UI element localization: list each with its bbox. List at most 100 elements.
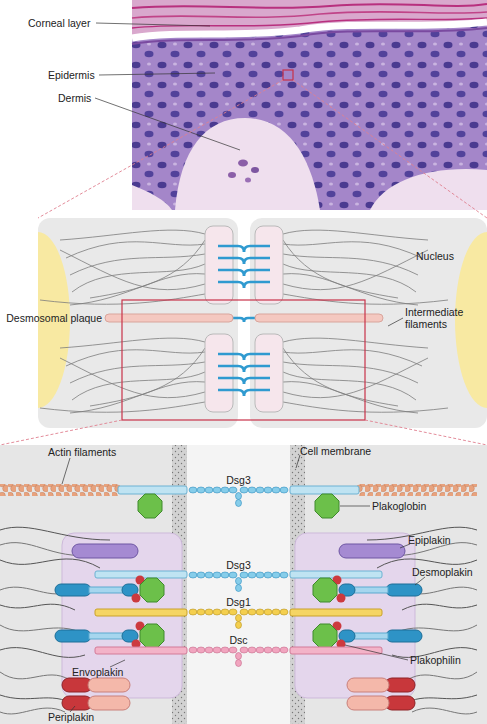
part-label: Epiplakin [408,534,451,546]
desmosome-molecules [0,559,100,568]
desmosome-structure [205,226,233,304]
desmosome-structure [70,254,205,275]
zoom-guide [0,420,122,445]
zoom-guide [38,80,283,218]
part-label: Plakophilin [410,654,461,666]
part-label: Dsg1 [226,596,251,608]
leader-line [388,318,403,326]
part-label: Desmosomal plaque [6,312,102,324]
desmosome-structure [90,240,205,298]
desmosome-structure [218,270,244,276]
desmosome-molecules [89,633,125,639]
histology-image [132,4,487,8]
part-label: Dsg3 [226,559,251,571]
part-label: Desmoplakin [412,566,473,578]
desmosome-molecules [138,494,162,518]
molecular-background [0,445,487,724]
desmosome-molecules [140,578,164,602]
zoom-guide [38,80,487,218]
desmosome-molecules [95,609,187,616]
cell-body [38,218,487,428]
leader-line [110,660,125,667]
histology-image [370,169,487,210]
desmosome-molecules [55,630,91,642]
desmosome-structure [205,334,233,412]
histology-image [132,0,487,210]
leader-line [340,506,370,507]
part-label: Epidermis [48,69,95,81]
desmosome-structure [40,230,205,305]
leader-line [95,23,240,150]
desmosome-structure [218,390,244,396]
desmosome-molecules [0,648,85,658]
desmosome-structure [105,314,233,322]
cadherin-extracellular [189,647,288,667]
cell-body [455,232,487,408]
desmosome-structure [60,250,205,290]
desmosome-molecules [95,647,187,654]
histology-image [132,12,487,18]
desmosome-molecules [140,624,164,648]
histology-image [132,22,487,38]
desmosome-molecules [0,672,70,680]
part-label: Intermediate filaments [405,306,483,330]
cadherin-extracellular [189,487,288,507]
desmosome-structure [218,246,244,252]
desmosome-molecules [290,445,477,724]
leader-line [96,23,210,26]
molecular-background [187,445,290,724]
leader-line [95,98,240,150]
molecular-background [0,445,487,724]
histology-image [251,167,259,173]
cadherin-extracellular [189,487,288,667]
part-label: Corneal layer [28,17,90,29]
desmosome-molecules [72,544,138,558]
zoom-guide [0,300,487,445]
desmosome-structure [233,318,244,322]
desmosome-molecules [0,484,120,496]
part-label: Nucleus [416,250,454,262]
desmosome-molecules [0,527,110,540]
part-label: Dsg3 [226,474,251,486]
part-label: Actin filaments [48,446,116,458]
leader-line [345,645,408,660]
cell-body [250,218,487,428]
histology-image [228,172,236,178]
histology-image [132,0,487,210]
histology-image [132,28,487,44]
leader-line [415,577,425,585]
zoom-guide [365,420,487,445]
desmosome-molecules [0,604,75,610]
zoom-guide [293,80,487,218]
zoom-guide [122,300,365,420]
desmosome-structure [218,258,244,264]
desmosome-molecules [132,594,141,603]
histology-image [132,185,172,210]
desmosome-molecules [88,696,130,710]
part-label: Dsc [229,634,247,646]
leader-line [99,73,215,75]
desmosome-molecules [89,587,125,593]
desmosome-structure [60,230,205,240]
leader-line [388,318,403,326]
leader-line [62,455,425,712]
leader-line [62,458,70,484]
desmosome-structure [66,242,205,258]
histology-image [283,70,293,80]
cadherin-extracellular [189,609,288,629]
desmosome-structure [218,366,244,372]
histology-image [245,178,251,183]
desmosome-molecules [0,445,187,724]
desmosome-structure [218,354,244,360]
part-label: Periplakin [48,711,94,723]
part-label: Cell membrane [300,445,371,457]
desmosome-structure [218,378,244,384]
part-label: Envoplakin [72,666,123,678]
desmosome-molecules [88,678,130,692]
part-label: Plakoglobin [372,500,426,512]
histology-image [175,118,320,210]
histology-image [238,160,248,167]
histology-image [132,0,487,38]
